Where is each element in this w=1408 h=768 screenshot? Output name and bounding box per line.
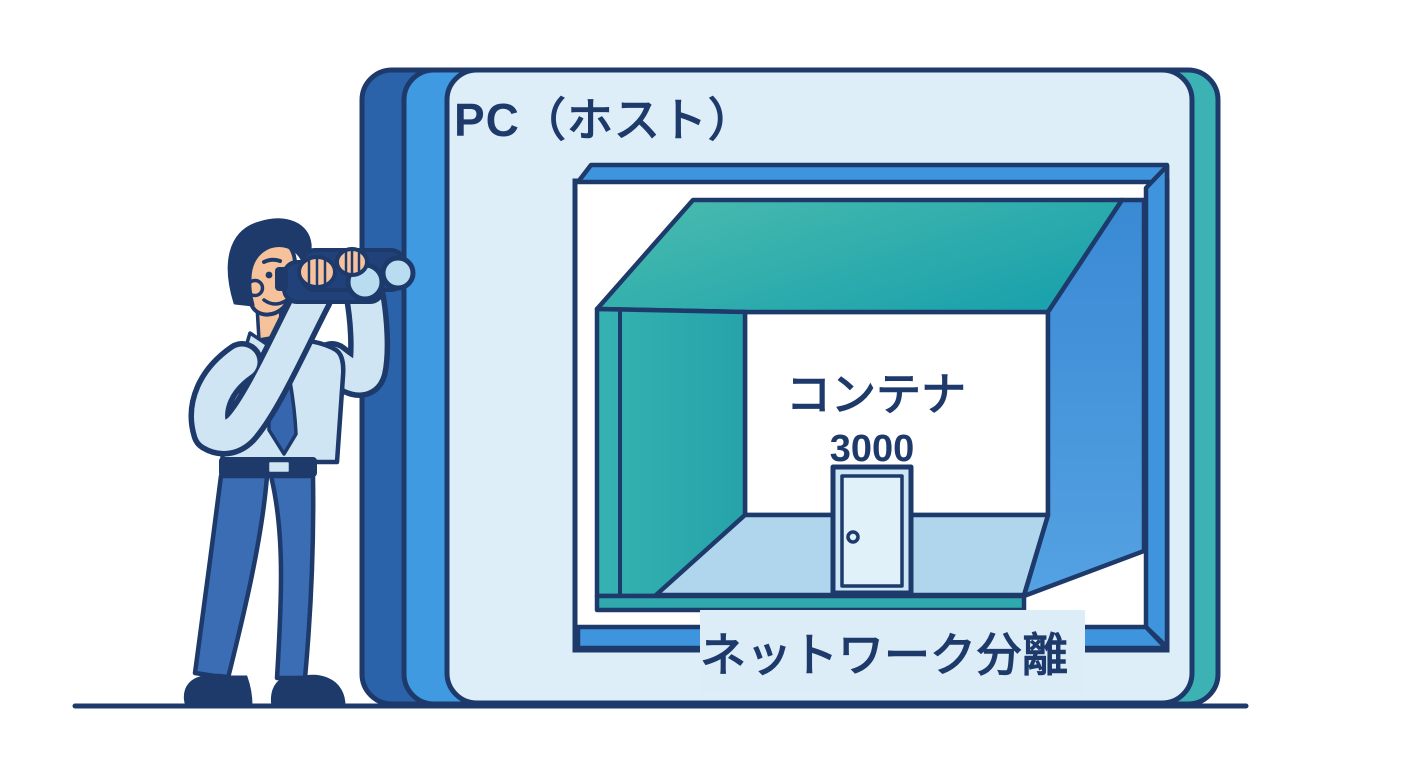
isolation-label-group: ネットワーク分離: [700, 610, 1085, 693]
door: [830, 464, 914, 596]
person-smile: [262, 298, 289, 306]
person-far-arm: [316, 276, 385, 393]
person-with-binoculars: [183, 218, 416, 708]
binoculars-eyepiece: [275, 267, 288, 291]
port-label: 3000: [830, 428, 915, 470]
binoculars-lens-far: [380, 255, 416, 291]
host-title: PC（ホスト）: [454, 94, 755, 146]
person-near-shoe: [183, 673, 253, 708]
frame-top-edge: [575, 162, 1170, 185]
person-near-leg: [192, 473, 270, 681]
room-ceiling: [594, 197, 1125, 315]
frame-right-edge: [1143, 163, 1170, 650]
isolation-label: ネットワーク分離: [700, 629, 1068, 681]
person-near-arm: [194, 280, 329, 451]
isolation-label-band: [700, 610, 1085, 693]
person-far-shoe: [270, 674, 346, 708]
door-knob: [846, 530, 860, 544]
person-hands: [297, 247, 369, 289]
container-room: 3000 コンテナ: [594, 197, 1147, 613]
person-near-hand-fingers: [307, 256, 327, 288]
person-far-leg: [268, 473, 316, 681]
room-base-slab: [594, 593, 1027, 613]
person-belt-buckle: [266, 459, 292, 475]
person-eye: [265, 271, 273, 279]
person-eyebrow: [262, 257, 282, 264]
container-label: コンテナ: [786, 369, 966, 420]
person-far-hand-fingers: [344, 248, 361, 276]
